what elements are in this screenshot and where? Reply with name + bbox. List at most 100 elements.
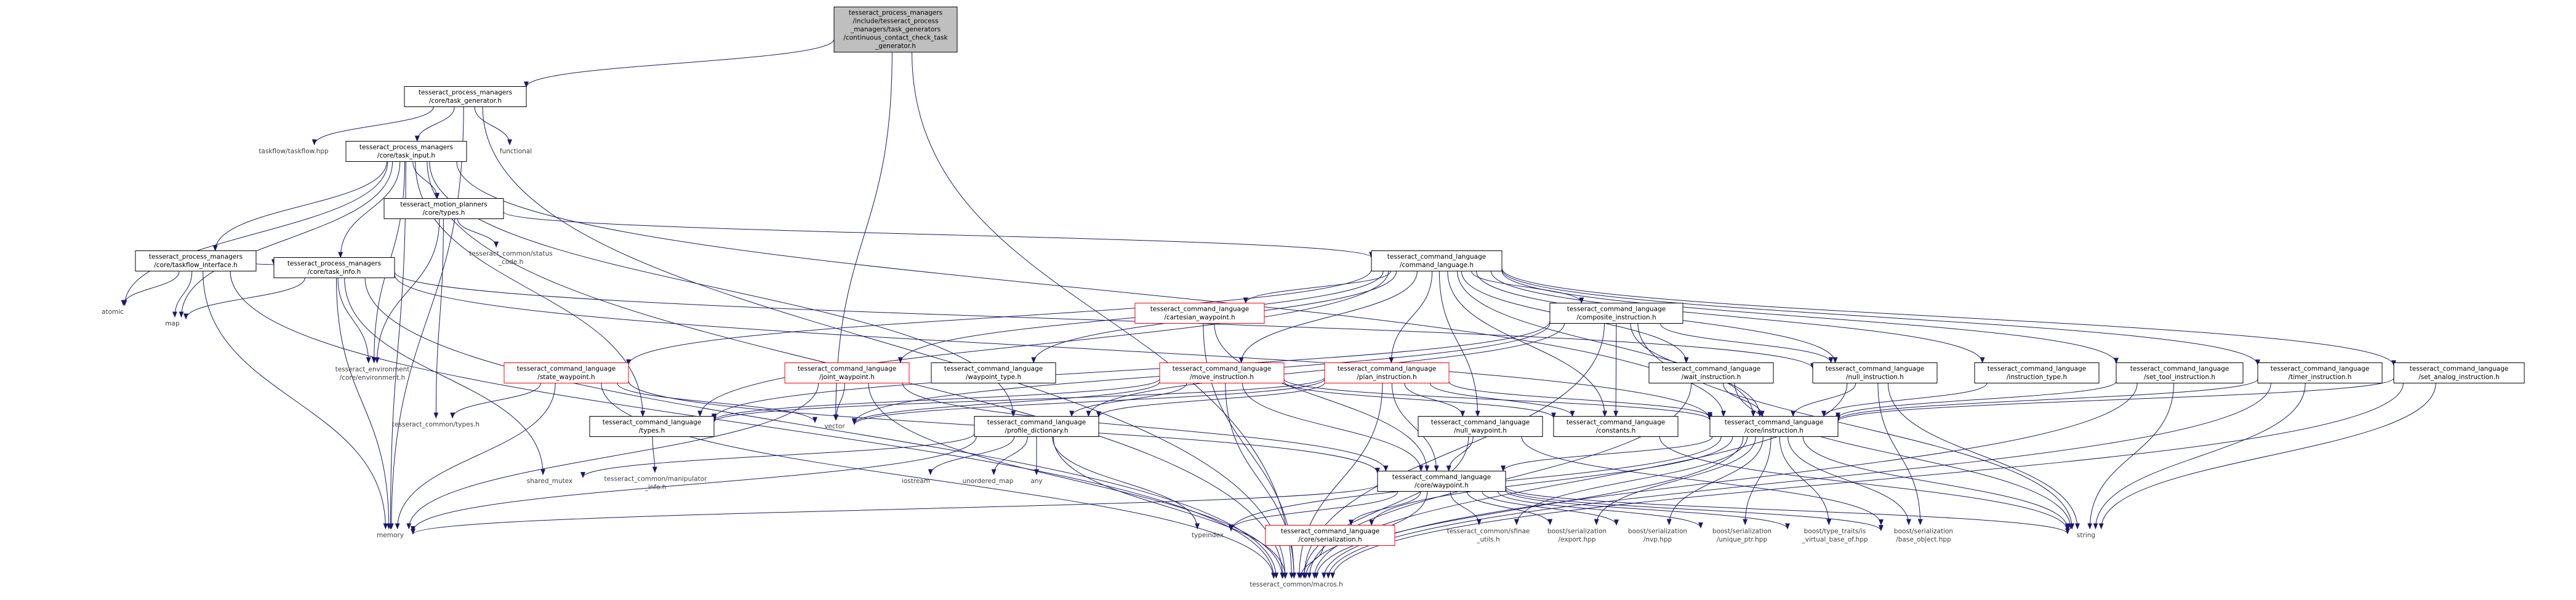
node-box [1377,471,1506,492]
node-label: tesseract_common/macros.h [1250,581,1343,588]
node-timer-instruction[interactable]: tesseract_command_language/timer_instruc… [2257,362,2383,383]
node-root[interactable]: tesseract_process_managers/include/tesse… [833,6,958,53]
node-instruction-type[interactable]: tesseract_command_language/instruction_t… [1974,362,2100,383]
edge-move-instruction-to-constants [1283,381,1556,419]
edge-move-instruction-to-cl-types [712,378,1160,422]
node-box [833,6,958,53]
node-mp-types[interactable]: tesseract_motion_planners/core/types.h [383,198,504,219]
node-label: /wait_instruction.h [1682,374,1741,381]
edge-profile-dictionary-to-shared-mutex [580,433,975,478]
node-map: map [165,320,180,327]
node-composite-instruction[interactable]: tesseract_command_language/composite_ins… [1549,303,1683,324]
node-waypoint-type[interactable]: tesseract_command_language/waypoint_type… [931,362,1056,383]
edge-command-language-to-instruction-type [1490,271,1985,364]
node-state-waypoint[interactable]: tesseract_command_language/state_waypoin… [504,362,629,383]
node-label: /base_object.hpp [1896,536,1951,543]
edge-command-language-to-cartesian-waypoint [1243,271,1391,304]
node-task-generator[interactable]: tesseract_process_managers/core/task_gen… [404,86,527,107]
node-label: tesseract_command_language [1392,473,1491,481]
node-label: boost/serialization [1712,527,1772,535]
node-label: tesseract_command_language [1173,365,1271,372]
node-box [1812,362,1938,383]
edge-waypoint-to-memory [411,484,1378,535]
node-iostream: iostream [902,478,930,485]
node-taskflow-hpp: taskflow/taskflow.hpp [259,148,329,155]
edge-cl-types-to-manipulator-info [652,436,657,473]
node-waypoint[interactable]: tesseract_command_language/core/waypoint… [1377,471,1506,492]
node-box [2393,362,2525,383]
edge-set-analog-instruction-to-string [2098,383,2436,530]
node-label: /joint_waypoint.h [819,374,875,381]
node-serialization[interactable]: tesseract_command_language/core/serializ… [1265,525,1395,546]
node-null-instruction[interactable]: tesseract_command_language/null_instruct… [1812,362,1938,383]
node-label: /composite_instruction.h [1576,314,1656,321]
node-label: /continuous_contact_check_task [843,34,948,42]
node-manipulator-info: tesseract_common/manipulator_info.h [604,475,708,491]
node-set-analog-instruction[interactable]: tesseract_command_language/set_analog_in… [2393,362,2525,383]
node-boost-base-object: boost/serialization/base_object.hpp [1894,527,1953,543]
node-cartesian-waypoint[interactable]: tesseract_command_language/cartesian_way… [1134,303,1265,324]
node-label: /command_language.h [1400,262,1474,269]
node-set-tool-instruction[interactable]: tesseract_command_language/set_tool_inst… [2116,362,2244,383]
node-label: tesseract_command_language [1988,365,2086,372]
node-wait-instruction[interactable]: tesseract_command_language/wait_instruct… [1648,362,1774,383]
node-label: _utils.h [1476,536,1499,543]
node-box [2257,362,2383,383]
node-label: boost/serialization [1628,527,1687,535]
node-atomic: atomic [102,308,124,316]
edge-timer-instruction-to-string [2093,383,2306,530]
node-label: tesseract_common/manipulator [604,475,708,482]
edge-move-instruction-to-waypoint [1242,383,1424,472]
edge-timer-instruction-to-instruction [1836,378,2258,421]
edge-plan-instruction-to-cl-types [712,377,1325,423]
edge-task-info-to-shared-mutex [344,278,546,476]
node-label: /null_waypoint.h [1454,427,1507,434]
node-label: shared_mutex [527,478,573,485]
node-taskflow-interface[interactable]: tesseract_process_managers/core/taskflow… [135,250,257,271]
edge-mp-types-to-common-types [433,218,444,419]
node-cl-types[interactable]: tesseract_command_language/types.h [589,416,715,437]
node-command-language[interactable]: tesseract_command_language/command_langu… [1371,250,1503,271]
node-label: /core/taskflow_interface.h [154,262,238,269]
node-label: /include/tesseract_process [853,18,938,25]
node-label: tesseract_common/types.h [392,421,479,428]
node-macros: tesseract_common/macros.h [1250,581,1343,588]
edge-instruction-to-boost-nvp [1666,436,1763,526]
node-label: tesseract_common/status [469,250,552,257]
edge-set-tool-instruction-to-instruction [1836,381,2117,419]
node-label: /waypoint_type.h [966,374,1021,381]
edge-root-to-macros [912,52,1294,579]
node-task-input[interactable]: tesseract_process_managers/core/task_inp… [345,141,467,162]
node-instruction[interactable]: tesseract_command_language/core/instruct… [1709,416,1839,437]
node-box [1709,416,1839,437]
node-label: functional [500,148,532,155]
node-label: tesseract_environment [335,366,410,373]
edge-instruction-to-boost-base-object [1788,436,1911,526]
node-joint-waypoint[interactable]: tesseract_command_language/joint_waypoin… [784,362,910,383]
edge-command-language-to-state-waypoint [626,269,1372,366]
node-profile-dictionary[interactable]: tesseract_command_language/profile_dicti… [974,416,1099,437]
edge-wait-instruction-to-string [1734,383,2074,530]
node-null-waypoint[interactable]: tesseract_command_language/null_waypoint… [1418,416,1543,437]
node-move-instruction[interactable]: tesseract_command_language/move_instruct… [1159,362,1285,383]
edge-waypoint-to-typeindex [1229,491,1398,531]
node-label: tesseract_command_language [944,365,1043,372]
node-label: atomic [102,308,124,316]
edge-task-info-to-instruction [394,274,1712,420]
node-constants[interactable]: tesseract_command_language/constants.h [1553,416,1679,437]
edge-state-waypoint-to-memory [395,383,556,530]
node-label: /move_instruction.h [1190,374,1254,381]
node-label: /plan_instruction.h [1357,374,1416,381]
node-label: /constants.h [1596,427,1636,434]
edge-taskflow-interface-to-task-info [255,259,276,266]
edge-command-language-to-set-tool-instruction [1501,270,2119,364]
edge-state-waypoint-to-vector [617,383,817,423]
node-label: string [2077,532,2095,539]
edge-profile-dictionary-to-iostream [928,436,1015,476]
node-plan-instruction[interactable]: tesseract_command_language/plan_instruct… [1324,362,1450,383]
edge-task-input-to-atomic [122,161,388,306]
node-task-info[interactable]: tesseract_process_managers/core/task_inf… [273,257,395,278]
edge-plan-instruction-to-waypoint [1391,383,1439,472]
edge-command-language-to-timer-instruction [1501,269,2260,366]
